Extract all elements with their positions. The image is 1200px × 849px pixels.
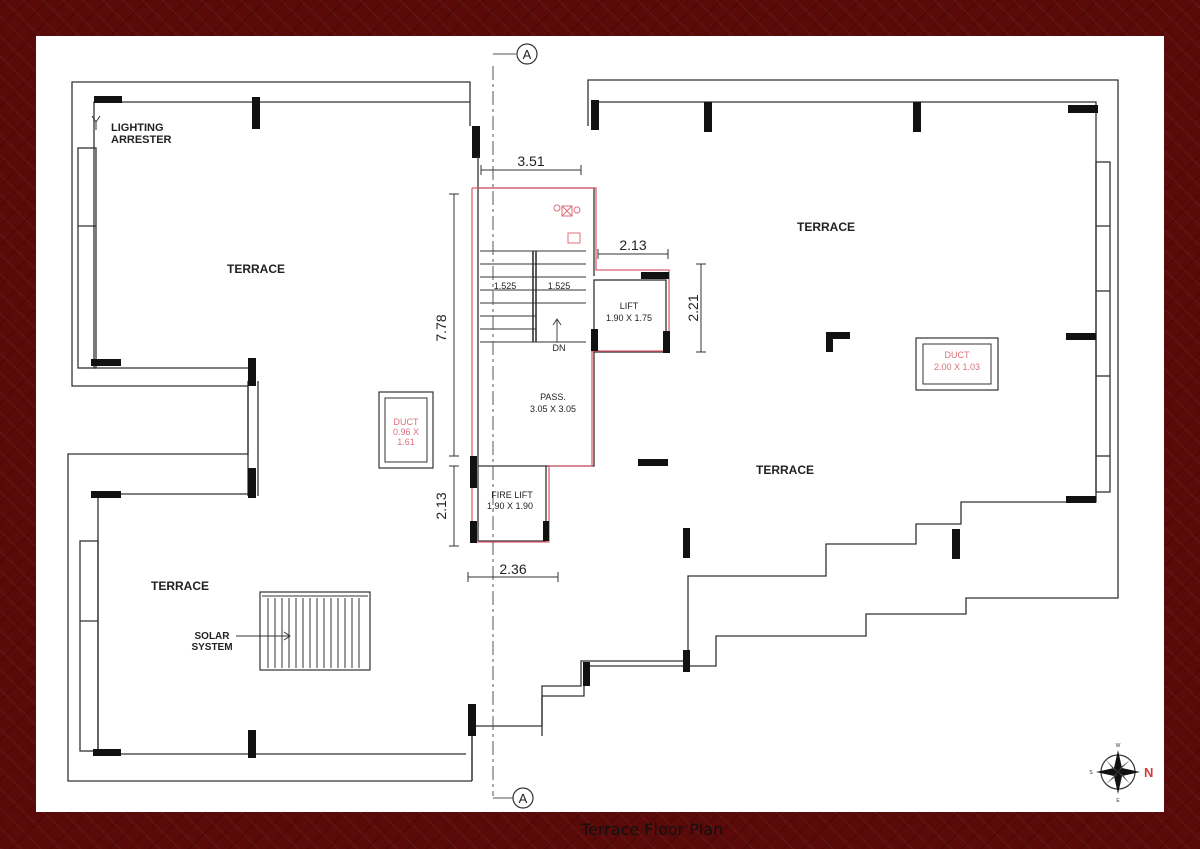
duct-left-size-2: 1.61 <box>397 437 415 447</box>
duct-left-size-1: 0.96 X <box>393 427 419 437</box>
solar-system <box>236 591 371 671</box>
duct-right-size: 2.00 X 1.03 <box>934 362 980 372</box>
stair-down-label: DN <box>553 343 566 353</box>
solar-system-label-1: SOLAR <box>195 631 231 642</box>
compass-east-label: E <box>1116 798 1120 804</box>
right-block-columns <box>583 100 1098 686</box>
compass-south-label: S <box>1089 770 1093 776</box>
duct-left: DUCT 0.96 X 1.61 <box>378 391 434 469</box>
compass-west-label: W <box>1116 743 1121 749</box>
left-block-columns <box>91 96 480 758</box>
lighting-arrester-label-2: ARRESTER <box>111 134 172 146</box>
floor-plan-drawing: A A 3.51 2.13 2.21 7.78 2.13 2.36 1.525 … <box>67 43 1153 809</box>
dim-lift-height: 2.21 <box>685 294 701 321</box>
dim-stair-flight-right: 1.525 <box>548 281 571 291</box>
terrace-sw-label: TERRACE <box>151 579 209 593</box>
solar-system-label-2: SYSTEM <box>191 642 232 653</box>
duct-right-label: DUCT <box>945 350 970 360</box>
terrace-nw-label: TERRACE <box>227 262 285 276</box>
passage-label: PASS. <box>540 392 566 402</box>
compass-north-label: N <box>1144 765 1153 780</box>
terrace-ne-label: TERRACE <box>797 220 855 234</box>
passage-size-label: 3.05 X 3.05 <box>530 404 576 414</box>
dim-fire-lift-height: 2.13 <box>433 492 449 519</box>
lighting-arrester-icon <box>91 115 101 130</box>
electrical-symbols <box>553 204 581 244</box>
dim-stair-height: 7.78 <box>433 314 449 341</box>
plan-caption: Terrace Floor Plan <box>581 820 724 839</box>
section-marker-bottom: A <box>512 787 534 809</box>
right-block-walls <box>471 79 1119 781</box>
terrace-e-label: TERRACE <box>756 463 814 477</box>
dim-stair-flight-left: 1.525 <box>494 281 517 291</box>
fire-lift-size-label: 1.90 X 1.90 <box>487 501 533 511</box>
section-marker-top-label: A <box>523 47 532 62</box>
fire-lift-label: FIRE LIFT <box>491 490 533 500</box>
lift-size-label: 1.90 X 1.75 <box>606 313 652 323</box>
section-marker-bottom-label: A <box>519 791 528 806</box>
lighting-arrester-label-1: LIGHTING <box>111 122 164 134</box>
compass-rose-icon: N W S E <box>1089 743 1153 804</box>
duct-left-label: DUCT <box>394 417 419 427</box>
dimension-lines <box>449 165 706 582</box>
dim-bottom-width: 2.36 <box>499 561 526 577</box>
dim-lift-width: 2.13 <box>619 237 646 253</box>
floor-plan-sheet: A A 3.51 2.13 2.21 7.78 2.13 2.36 1.525 … <box>36 36 1164 839</box>
dim-top-width: 3.51 <box>517 153 544 169</box>
lift-label: LIFT <box>620 301 639 311</box>
section-marker-top: A <box>516 43 538 65</box>
core-columns <box>470 272 670 543</box>
stair-treads <box>480 250 586 343</box>
duct-right: DUCT 2.00 X 1.03 <box>915 337 999 391</box>
section-line <box>492 53 516 799</box>
